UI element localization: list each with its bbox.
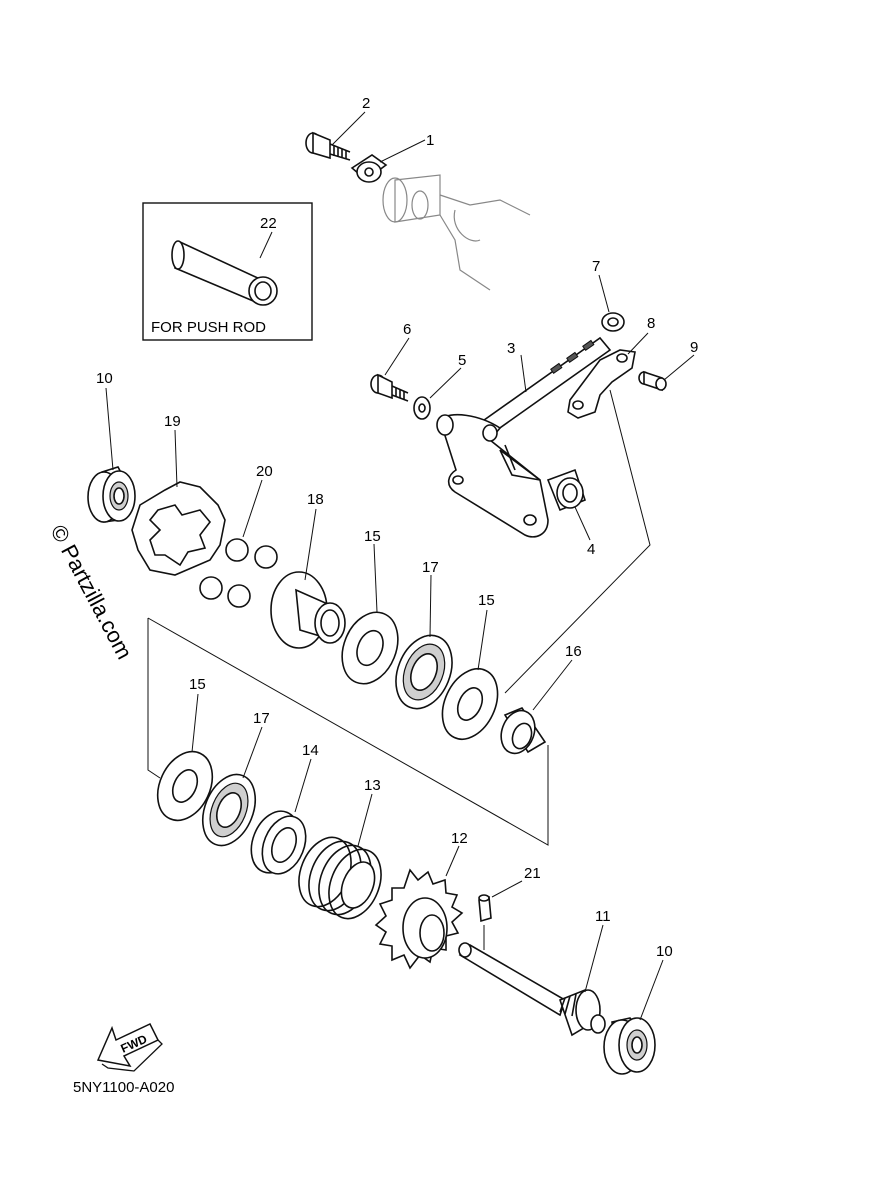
part-19-segment — [131, 481, 226, 576]
callout-6: 6 — [403, 321, 411, 338]
callout-10-lower: 10 — [656, 943, 673, 960]
callout-14: 14 — [302, 742, 319, 759]
part-22-push-rod-collar — [171, 240, 278, 306]
part-15-washer-b — [441, 668, 499, 740]
callout-12: 12 — [451, 830, 468, 847]
part-17-bearing-a — [395, 634, 453, 710]
fwd-arrow-icon: FWD — [96, 1023, 163, 1072]
callout-13: 13 — [364, 777, 381, 794]
callout-5: 5 — [458, 352, 466, 369]
part-2-bolt — [305, 131, 351, 161]
callout-20: 20 — [256, 463, 273, 480]
diagram-code: 5NY1100-A020 — [73, 1079, 174, 1096]
part-5-washer — [413, 396, 431, 420]
part-8-bracket — [567, 349, 636, 419]
fwd-label: FWD — [119, 1032, 150, 1056]
callout-10-upper: 10 — [96, 370, 113, 387]
ghost-cylinder — [382, 174, 531, 291]
part-15-washer-c — [156, 750, 214, 822]
callout-21: 21 — [524, 865, 541, 882]
part-9-screw — [638, 370, 667, 392]
callout-15-a: 15 — [364, 528, 381, 545]
leader-lines — [105, 111, 695, 1021]
inset-push-rod-box: FOR PUSH ROD — [142, 202, 313, 341]
part-4-lever — [436, 413, 586, 538]
callout-9: 9 — [690, 339, 698, 356]
callout-22: 22 — [260, 215, 277, 232]
callout-2: 2 — [362, 95, 370, 112]
part-21-pin — [478, 894, 492, 923]
part-10-bearing-upper — [87, 466, 136, 523]
callout-17-a: 17 — [422, 559, 439, 576]
callout-4: 4 — [587, 541, 595, 558]
part-18-flange-collar — [270, 571, 346, 649]
part-12-gear — [374, 868, 464, 970]
part-15-washer-a — [341, 611, 399, 685]
part-16-collar — [500, 707, 547, 755]
callout-17-b: 17 — [253, 710, 270, 727]
part-13-spring — [298, 836, 382, 920]
part-17-bearing-b — [201, 773, 257, 847]
callout-11: 11 — [595, 908, 611, 925]
callout-18: 18 — [307, 491, 324, 508]
callout-15-c: 15 — [189, 676, 206, 693]
part-1-washer — [350, 154, 388, 183]
callout-numbers: 2 1 22 7 8 6 3 9 5 10 19 20 18 15 4 17 1… — [96, 95, 698, 960]
callout-8: 8 — [647, 315, 655, 332]
assembly-lines — [147, 389, 651, 950]
part-20-balls — [199, 538, 278, 608]
callout-3: 3 — [507, 340, 515, 357]
part-7-collar — [601, 312, 625, 332]
callout-19: 19 — [164, 413, 181, 430]
callout-15-b: 15 — [478, 592, 495, 609]
callout-1: 1 — [426, 132, 434, 149]
callout-7: 7 — [592, 258, 600, 275]
part-6-bolt — [370, 373, 409, 402]
part-11-shaft — [458, 942, 606, 1037]
watermark: © Partzilla.com — [46, 521, 138, 664]
callout-16: 16 — [565, 643, 582, 660]
part-14-spacer — [250, 810, 307, 875]
inset-label: FOR PUSH ROD — [151, 319, 266, 336]
part-10-bearing-lower — [603, 1017, 656, 1075]
